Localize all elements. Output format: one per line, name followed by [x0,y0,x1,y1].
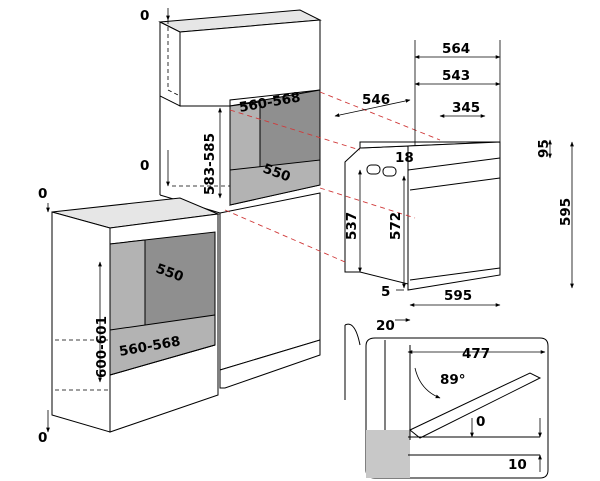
base-cabinet [51,197,220,433]
label-oven-control-panel: 18 [395,150,414,166]
label-base-bottom-gap: 0 [38,430,47,446]
label-oven-body-depth: 546 [362,92,390,108]
label-oven-bottom-gap: 5 [381,284,390,300]
label-oven-front-height-total: 595 [558,198,574,226]
label-door-gap-bottom: 10 [508,457,527,473]
label-oven-total-depth: 564 [442,41,470,57]
label-door-width: 477 [462,346,490,362]
dimension-lines [46,8,574,472]
label-oven-front-height: 572 [388,212,404,240]
label-oven-depth-345: 345 [452,100,480,116]
label-oven-body-height: 537 [344,212,360,240]
label-base-top-gap: 0 [38,186,47,202]
label-oven-depth-543: 543 [442,68,470,84]
label-door-angle: 89° [440,372,466,388]
label-oven-front-offset: 20 [376,318,395,334]
label-oven-top-offset: 95 [536,139,552,158]
knob-icon [366,164,381,175]
label-tall-top-gap: 0 [140,8,149,24]
detail-frame [365,337,549,479]
oven [344,141,501,291]
door-detail [344,323,549,479]
label-oven-front-width: 595 [444,288,472,304]
label-base-niche-height: 600-601 [94,316,110,378]
label-tall-mid-gap: 0 [140,158,149,174]
label-door-gap-top: 0 [476,414,485,430]
knob-icon [382,166,397,177]
label-tall-niche-height: 583-585 [202,133,218,195]
